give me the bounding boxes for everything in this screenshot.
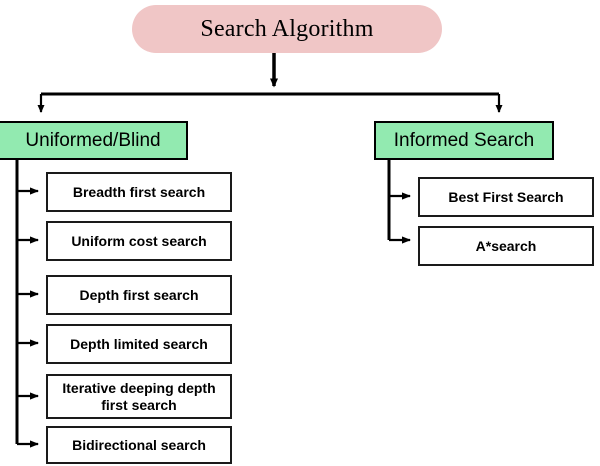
leaf-node-label: Depth first search — [79, 286, 199, 303]
root-node-label: Search Algorithm — [200, 15, 374, 42]
leaf-node-label: Iterative deeping depth first search — [62, 379, 216, 413]
category-node-label: Uniformed/Blind — [25, 129, 161, 151]
leaf-node-depth-first-search[interactable]: Depth first search — [46, 275, 232, 315]
leaf-node-best-first-search[interactable]: Best First Search — [418, 177, 594, 217]
leaf-node-breadth-first-search[interactable]: Breadth first search — [46, 172, 232, 212]
leaf-node-uniform-cost-search[interactable]: Uniform cost search — [46, 221, 232, 261]
informed-branch-connectors — [387, 160, 411, 244]
category-node-uniformed-blind[interactable]: Uniformed/Blind — [0, 121, 188, 160]
leaf-node-iterative-deeping-depth-first-search[interactable]: Iterative deeping depth first search — [46, 374, 232, 419]
root-node-search-algorithm[interactable]: Search Algorithm — [132, 5, 442, 53]
leaf-node-label: Best First Search — [448, 188, 564, 205]
leaf-node-depth-limited-search[interactable]: Depth limited search — [46, 324, 232, 364]
uninformed-branch-connectors — [15, 160, 39, 448]
category-distribution-bar — [37, 92, 503, 113]
category-node-informed-search[interactable]: Informed Search — [374, 121, 554, 160]
leaf-node-label: Uniform cost search — [71, 232, 207, 249]
leaf-node-bidirectional-search[interactable]: Bidirectional search — [46, 426, 232, 464]
leaf-node-label: A*search — [475, 237, 537, 254]
leaf-node-label: Breadth first search — [72, 183, 206, 200]
leaf-node-a-star-search[interactable]: A*search — [418, 226, 594, 266]
leaf-node-label: Depth limited search — [70, 335, 208, 352]
leaf-node-label: Bidirectional search — [72, 436, 206, 453]
category-node-label: Informed Search — [393, 129, 535, 151]
